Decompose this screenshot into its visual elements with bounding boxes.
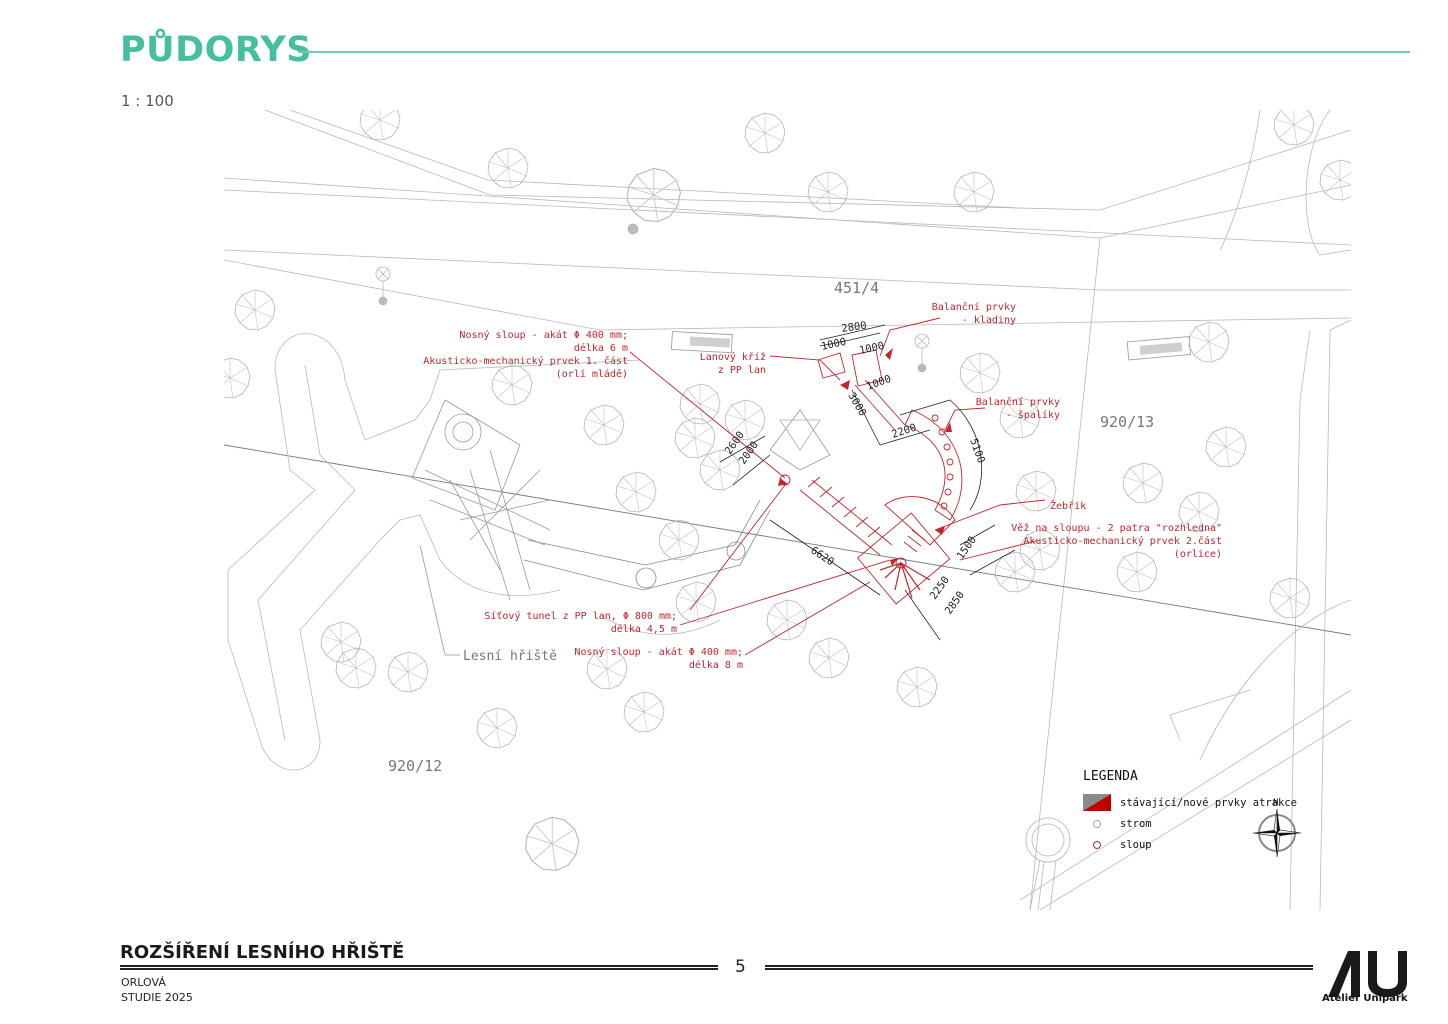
annotation-line: Žebřík [1050, 499, 1086, 512]
annotation-line: Věž na sloupu - 2 patra "rozhledna" [1011, 522, 1222, 534]
annotation-line: délka 6 m [574, 342, 628, 354]
tree-circle-icon [1093, 819, 1101, 828]
legend-item: stávající/nové prvky atrakce [1083, 792, 1297, 813]
legend-label: stávající/nové prvky atrakce [1120, 796, 1298, 809]
dimension-lines [719, 324, 1016, 641]
atelier-unipark-logo-icon [1328, 951, 1407, 997]
annotation-tower: Věž na sloupu - 2 patra "rozhledna" Akus… [1011, 522, 1222, 560]
annotation-line: Síťový tunel z PP lan, Φ 800 mm; [484, 610, 677, 622]
city-label: ORLOVÁ [121, 976, 166, 989]
footer-rule-right [765, 965, 1313, 970]
annotation-line: Balanční prvky [932, 301, 1016, 313]
north-arrow-icon: N [1252, 798, 1302, 858]
legend-item: sloup [1083, 834, 1297, 855]
annotation-line: Nosný sloup - akát Φ 400 mm; [574, 646, 743, 658]
parcel-label: 451/4 [834, 279, 879, 297]
dimension-label: 6620 [808, 544, 836, 568]
annotation-line: - kladiny [962, 315, 1016, 326]
annotation-balance-stumps: Balanční prvky - špalíky [976, 396, 1060, 421]
annotation-line: délka 8 m [689, 659, 743, 671]
dimension-label: 2800 [841, 320, 868, 335]
annotation-pole2: Nosný sloup - akát Φ 400 mm; délka 8 m [574, 646, 743, 671]
annotation-line: Balanční prvky [976, 396, 1060, 408]
scale-label: 1 : 100 [121, 92, 174, 110]
annotation-line: (orlice) [1174, 549, 1222, 560]
new-elements [629, 317, 1046, 656]
legend-label: sloup [1120, 838, 1152, 851]
dimension-label: 2850 [943, 589, 967, 617]
annotation-line: Akusticko-mechanický prvek 2.část [1023, 535, 1222, 547]
annotation-pole1: Nosný sloup - akát Φ 400 mm; délka 6 m A… [423, 329, 628, 380]
dimension-label: 2250 [928, 574, 952, 602]
legend-item: strom [1083, 813, 1297, 834]
brand-name: Ateliér Unipark [1322, 993, 1408, 1004]
dimension-label: 5100 [967, 437, 987, 465]
annotation-line: z PP lan [718, 365, 766, 376]
dimension-label: 3000 [845, 391, 868, 419]
annotation-line: Nosný sloup - akát Φ 400 mm; [459, 329, 628, 341]
dimension-label: 1000 [865, 373, 893, 393]
page-number: 5 [735, 957, 746, 977]
area-label: Lesní hřiště [463, 649, 557, 664]
dimension-label: 1000 [858, 340, 885, 357]
annotation-rope-cross: Lanový kříž z PP lan [700, 351, 766, 376]
parcel-label: 920/13 [1100, 413, 1154, 431]
title-rule [298, 51, 1410, 53]
annotation-line: (orlí mládě) [556, 368, 628, 380]
compass-north-label: N [1273, 798, 1278, 808]
dimension-label: 1500 [955, 534, 979, 562]
annotation-line: Lanový kříž [700, 351, 766, 363]
phase-label: STUDIE 2025 [121, 991, 193, 1004]
pole-circle-icon [1093, 840, 1101, 849]
annotation-balance-beams: Balanční prvky - kladiny [932, 301, 1016, 326]
annotation-line: - špalíky [1006, 409, 1060, 421]
existing-new-swatch-icon [1083, 794, 1111, 811]
annotation-line: Akusticko-mechanický prvek 1. část [423, 355, 628, 367]
annotation-ladder: Žebřík [1050, 499, 1086, 512]
project-title: ROZŠÍŘENÍ LESNÍHO HŘIŠTĚ [120, 942, 405, 963]
dimension-label: 1000 [820, 336, 847, 353]
annotation-tunnel: Síťový tunel z PP lan, Φ 800 mm; délka 4… [484, 610, 677, 635]
page-title: PŮDORYS [120, 30, 312, 70]
legend: LEGENDA stávající/nové prvky atrakce str… [1083, 769, 1297, 855]
legend-title: LEGENDA [1083, 769, 1138, 784]
legend-label: strom [1120, 817, 1152, 830]
annotation-line: délka 4,5 m [611, 623, 677, 635]
parcel-label: 920/12 [388, 757, 442, 775]
footer-rule-left [120, 965, 718, 970]
